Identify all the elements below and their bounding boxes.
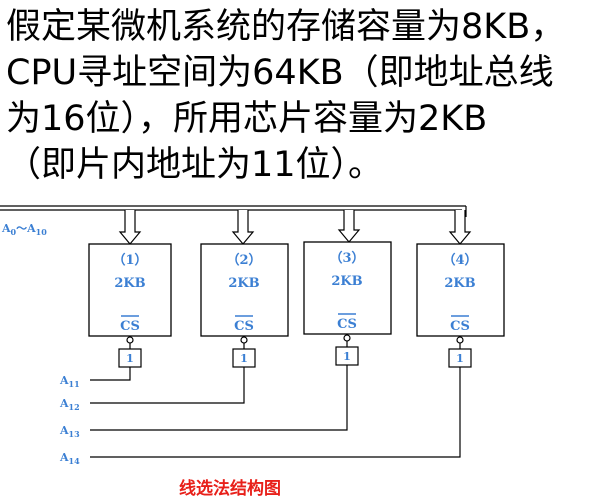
inverter-bubble-2 — [240, 336, 248, 344]
bus-arrow-1 — [118, 210, 142, 245]
chip-4-capacity: 2KB — [444, 276, 475, 291]
chip-2-number: （2） — [226, 252, 261, 268]
chip-4 — [416, 243, 505, 337]
inverter-bubble-4 — [456, 336, 464, 344]
bus-arrow-3 — [337, 210, 361, 243]
label-a11: A11 — [59, 374, 80, 389]
label-a14: A14 — [59, 451, 80, 466]
chip-4-number: （4） — [442, 252, 477, 268]
wire-a11 — [90, 367, 131, 381]
chip-1-cs: CS — [120, 319, 140, 334]
cs-overbars — [121, 313, 469, 317]
wire-a12 — [90, 367, 245, 404]
chip-1 — [88, 243, 172, 337]
gate-2-label: 1 — [240, 352, 248, 365]
diagram-caption: 线选法结构图 — [179, 479, 281, 499]
gate-1-label: 1 — [126, 352, 134, 365]
address-bus — [0, 205, 467, 217]
gate-3-label: 1 — [343, 350, 351, 363]
address-lines — [90, 365, 461, 458]
chip-2-cs: CS — [234, 319, 254, 334]
chip-2-capacity: 2KB — [228, 276, 259, 291]
bus-arrow-2 — [231, 210, 255, 245]
bus-arrows — [118, 210, 472, 245]
label-a13: A13 — [59, 424, 80, 439]
chip-1-number: （1） — [112, 252, 147, 268]
gate-4-label: 1 — [456, 352, 464, 365]
chip-3-capacity: 2KB — [331, 274, 362, 289]
chip-4-cs: CS — [450, 319, 470, 334]
wire-a14 — [90, 367, 461, 458]
inverter-bubble-3 — [343, 334, 351, 342]
wire-a13 — [90, 365, 348, 431]
intro-line-2: CPU寻址空间为64KB（即地址总线 — [6, 53, 554, 93]
chip-1-capacity: 2KB — [114, 276, 145, 291]
chip-3-number: （3） — [329, 250, 364, 266]
inverters — [118, 334, 472, 368]
bus-label: A0～A10 — [1, 222, 47, 237]
chip-2 — [200, 243, 289, 337]
intro-line-4: （即片内地址为11位）。 — [6, 145, 384, 185]
intro-text: 假定某微机系统的存储容量为8KB， CPU寻址空间为64KB（即地址总线 为16… — [6, 4, 592, 188]
chip-3 — [303, 241, 392, 335]
intro-line-3: 为16位），所用芯片容量为2KB — [6, 99, 488, 139]
chip-3-cs: CS — [337, 317, 357, 332]
label-a12: A12 — [59, 397, 80, 412]
bus-arrow-4 — [448, 210, 472, 245]
inverter-bubble-1 — [126, 336, 134, 344]
intro-line-1: 假定某微机系统的存储容量为8KB， — [6, 7, 566, 47]
